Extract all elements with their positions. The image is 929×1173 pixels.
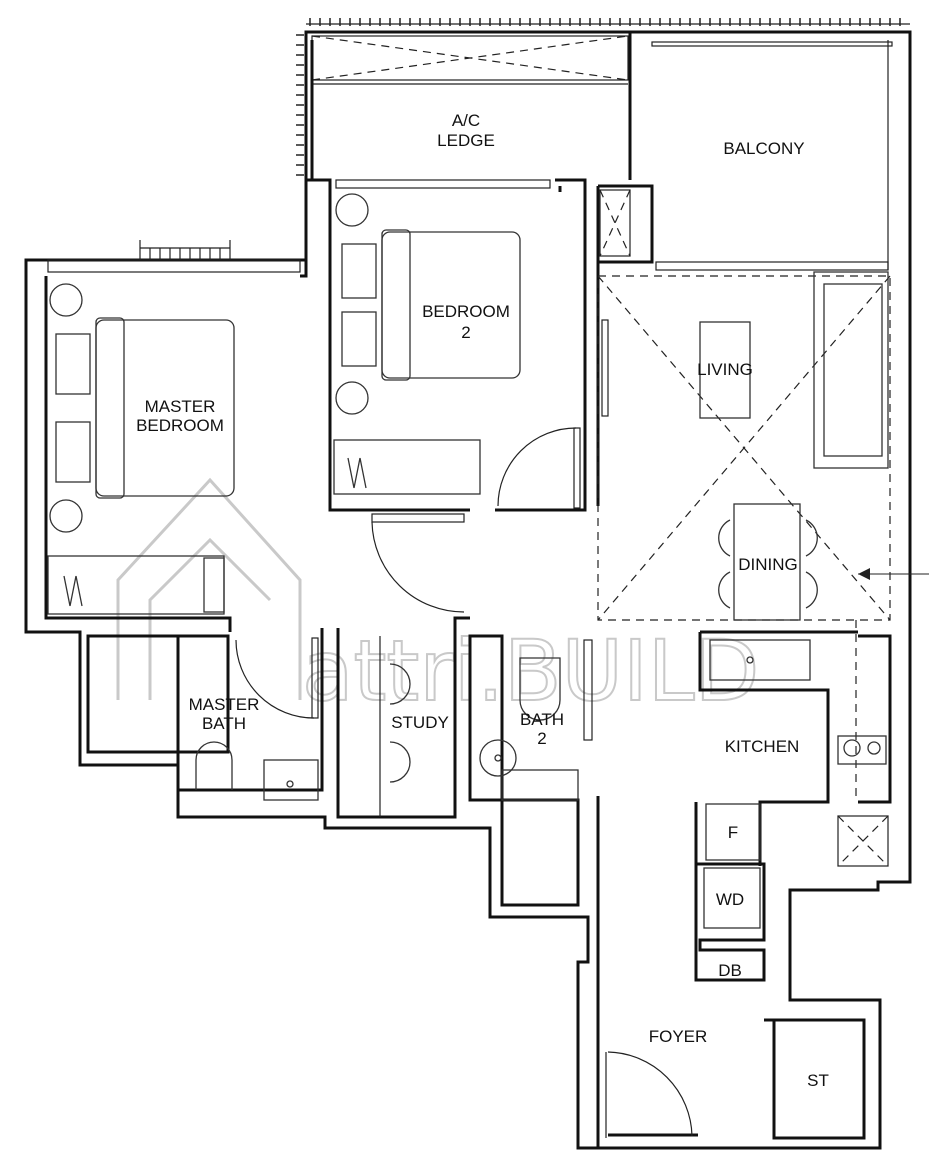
study-door — [371, 521, 465, 613]
foyer-label: FOYER — [649, 1027, 708, 1046]
grille-ticks-left — [296, 34, 304, 176]
dining-label: DINING — [738, 555, 798, 574]
fridge-label: F — [728, 823, 738, 842]
master-bath-door — [235, 639, 315, 719]
entry-door — [607, 1051, 693, 1137]
master-bath-label-line2: BATH — [202, 714, 246, 733]
grille-ticks-top — [309, 18, 901, 26]
doors — [235, 319, 693, 1138]
watermark-text: attri.BUILD — [302, 622, 759, 720]
windows — [47, 40, 893, 273]
store-label: ST — [807, 1071, 829, 1090]
bedroom2-label-line2: 2 — [461, 323, 470, 342]
watermark-logo-icon — [116, 477, 302, 700]
furniture — [47, 189, 889, 929]
washer-dryer-label: WD — [716, 890, 744, 909]
kitchen-label: KITCHEN — [725, 737, 800, 756]
living-label: LIVING — [697, 360, 753, 379]
study-label: STUDY — [391, 713, 449, 732]
bath2-label-line2: 2 — [537, 729, 546, 748]
ac-ledge-label-line2: LEDGE — [437, 131, 495, 150]
master-bedroom-label-line1: MASTER — [145, 397, 216, 416]
balcony-label: BALCONY — [723, 139, 804, 158]
room-labels: A/C LEDGE BALCONY BEDROOM 2 MASTER BEDRO… — [136, 111, 829, 1090]
bath2-label-line1: BATH — [520, 710, 564, 729]
walls — [24, 30, 912, 1150]
bedroom2-label-line1: BEDROOM — [422, 302, 510, 321]
living-dining-zone — [597, 275, 929, 800]
ac-ledge-label-line1: A/C — [452, 111, 480, 130]
master-bedroom-label-line2: BEDROOM — [136, 416, 224, 435]
master-bath-label-line1: MASTER — [189, 695, 260, 714]
bedroom2-door — [497, 427, 577, 507]
watermark: attri.BUILD — [116, 477, 760, 721]
distribution-board-label: DB — [718, 961, 742, 980]
ac-ledge-grille — [296, 18, 910, 176]
